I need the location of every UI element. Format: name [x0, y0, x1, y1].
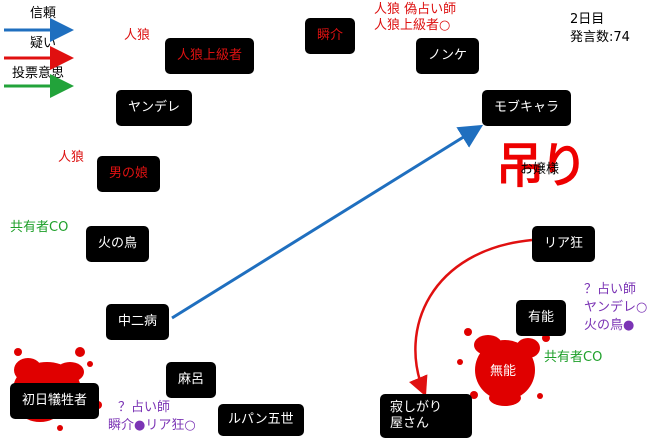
player-sabishigariya-line1: 寂しがり	[390, 400, 443, 415]
player-yandere[interactable]: ヤンデレ	[116, 90, 193, 126]
note-yuunou-line1: ？占い師	[584, 282, 637, 297]
note-kyouyuu-b: 共有者CO	[544, 350, 603, 365]
note-kyouyuu-a: 共有者CO	[10, 220, 69, 235]
player-shunsuke[interactable]: 瞬介	[305, 18, 356, 54]
day-counter: 2日目	[570, 12, 605, 27]
player-jinro-joukyuusha[interactable]: 人狼上級者	[165, 38, 255, 74]
note-yuunou-line3: 火の鳥●	[584, 318, 635, 333]
player-mobu-kyara[interactable]: モブキャラ	[482, 90, 572, 126]
note-shunsuke-line2: 人狼上級者○	[374, 18, 451, 33]
note-lupin-line1: ？占い師	[118, 400, 171, 415]
player-yuunou[interactable]: 有能	[516, 300, 567, 336]
player-hi-no-tori[interactable]: 火の鳥	[86, 226, 150, 262]
trust-arrow-chuunibyou-to-mobukyara	[171, 124, 484, 320]
player-shonichi-giseisha[interactable]: 初日犠牲者	[10, 383, 100, 419]
blood-splatter-icon-right	[457, 328, 550, 406]
player-maro[interactable]: 麻呂	[166, 362, 217, 398]
doubt-arrow-riakyou-to-sabishigariya	[408, 238, 533, 397]
player-otokonoko[interactable]: 男の娘	[97, 156, 161, 192]
note-shunsuke-line1: 人狼 偽占い師	[374, 2, 457, 17]
player-chuunibyou[interactable]: 中二病	[106, 304, 170, 340]
player-lupin[interactable]: ルパン五世	[218, 404, 304, 436]
note-yuunou-line2: ヤンデレ○	[584, 300, 648, 315]
note-jinro-b: 人狼	[58, 150, 85, 165]
player-ojousama-hanged[interactable]: お嬢様	[520, 162, 560, 177]
player-riakyou[interactable]: リア狂	[532, 226, 596, 262]
legend-trust-label: 信頼	[30, 6, 57, 21]
player-sabishigariya[interactable]: 寂しがり 屋さん	[380, 394, 472, 438]
player-sabishigariya-line2: 屋さん	[390, 416, 430, 431]
player-muno-dead[interactable]: 無能	[490, 364, 517, 379]
statement-count: 発言数:74	[570, 30, 630, 45]
legend-doubt-label: 疑い	[30, 36, 57, 51]
note-lupin-line2: 瞬介●リア狂○	[108, 418, 196, 433]
note-jinro-a: 人狼	[124, 28, 151, 43]
hanged-stamp: 吊り	[496, 138, 588, 194]
player-nonke[interactable]: ノンケ	[416, 38, 480, 74]
